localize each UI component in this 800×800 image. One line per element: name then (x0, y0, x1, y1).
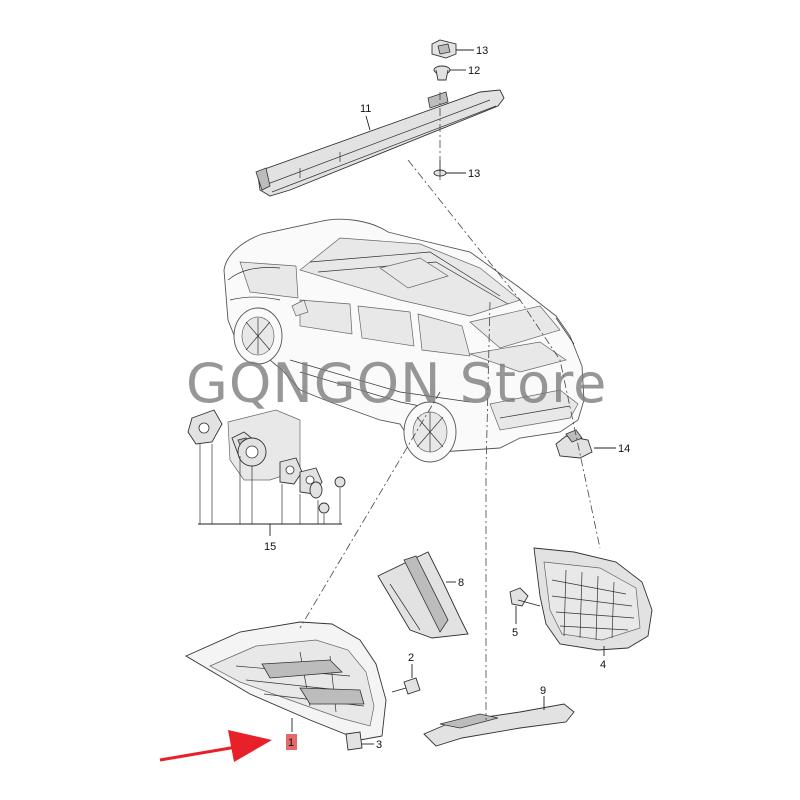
callout-5: 5 (512, 627, 518, 639)
callout-9: 9 (540, 685, 546, 697)
callout-8: 8 (458, 577, 464, 589)
outer-tail-light-1 (185, 621, 387, 741)
callout-4: 4 (600, 659, 606, 671)
grommet-12 (433, 65, 451, 81)
leader-lines (291, 49, 616, 745)
clip-3 (345, 731, 363, 751)
callout-12: 12 (468, 65, 480, 77)
red-arrow-icon (159, 730, 272, 762)
highlight-box-1 (286, 734, 297, 750)
callout-2: 2 (408, 652, 414, 664)
vehicle-illustration (223, 218, 585, 463)
callout-15: 15 (264, 541, 276, 553)
callout-3: 3 (376, 739, 382, 751)
gasket-kit-15 (187, 409, 346, 536)
callout-13-top: 13 (476, 45, 488, 57)
inner-tail-light-4 (533, 547, 653, 651)
trim-strip-9 (423, 703, 575, 747)
bracket-8 (377, 551, 469, 639)
watermark-text: GQNGON Store (186, 352, 607, 415)
bolt-5 (509, 587, 541, 607)
license-lamp-14 (555, 429, 593, 459)
clip-13-top (431, 39, 457, 59)
callout-1: 1 (288, 737, 294, 749)
callout-13-bottom: 13 (468, 168, 480, 180)
third-brake-light-part (255, 89, 505, 197)
callout-11: 11 (360, 103, 371, 115)
screw-2 (391, 677, 421, 695)
callout-14: 14 (618, 443, 630, 455)
